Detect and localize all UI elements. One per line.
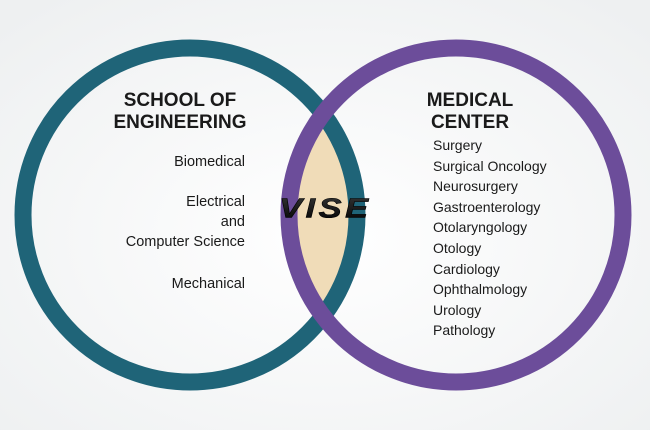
engineering-heading: SCHOOL OF ENGINEERING bbox=[95, 90, 265, 134]
engineering-item-electrical: Electrical bbox=[186, 194, 245, 210]
medical-item-otolaryngology: Otolaryngology bbox=[433, 219, 528, 236]
medical-item-gastroenterology: Gastroenterology bbox=[433, 198, 541, 215]
medical-item-urology: Urology bbox=[433, 301, 482, 318]
engineering-item-mechanical: Mechanical bbox=[171, 276, 245, 292]
engineering-title-line1: SCHOOL OF bbox=[123, 90, 237, 111]
engineering-item-biomedical: Biomedical bbox=[174, 154, 245, 170]
medical-ring bbox=[280, 39, 632, 391]
engineering-department-list: Biomedical Electrical and Computer Scien… bbox=[60, 152, 245, 294]
medical-item-otology: Otology bbox=[433, 239, 482, 256]
engineering-item-and: and bbox=[220, 214, 245, 230]
medical-item-cardiology: Cardiology bbox=[433, 260, 500, 277]
medical-item-pathology: Pathology bbox=[433, 322, 496, 339]
medical-item-neurosurgery: Neurosurgery bbox=[433, 178, 518, 195]
vise-logo-text: VISE bbox=[279, 192, 372, 222]
medical-department-list: Surgery Surgical Oncology Neurosurgery G… bbox=[433, 135, 603, 341]
medical-item-surgical-oncology: Surgical Oncology bbox=[433, 157, 547, 174]
medical-title-line2: CENTER bbox=[430, 112, 510, 133]
medical-heading: MEDICAL CENTER bbox=[400, 90, 540, 134]
medical-item-surgery: Surgery bbox=[433, 137, 483, 153]
engineering-ring bbox=[14, 39, 366, 391]
medical-item-ophthalmology: Ophthalmology bbox=[433, 281, 528, 298]
engineering-item-computer-science: Computer Science bbox=[125, 234, 245, 250]
vise-logo: VISE bbox=[279, 192, 372, 222]
engineering-title-line2: ENGINEERING bbox=[113, 112, 247, 133]
medical-title-line1: MEDICAL bbox=[426, 90, 514, 111]
